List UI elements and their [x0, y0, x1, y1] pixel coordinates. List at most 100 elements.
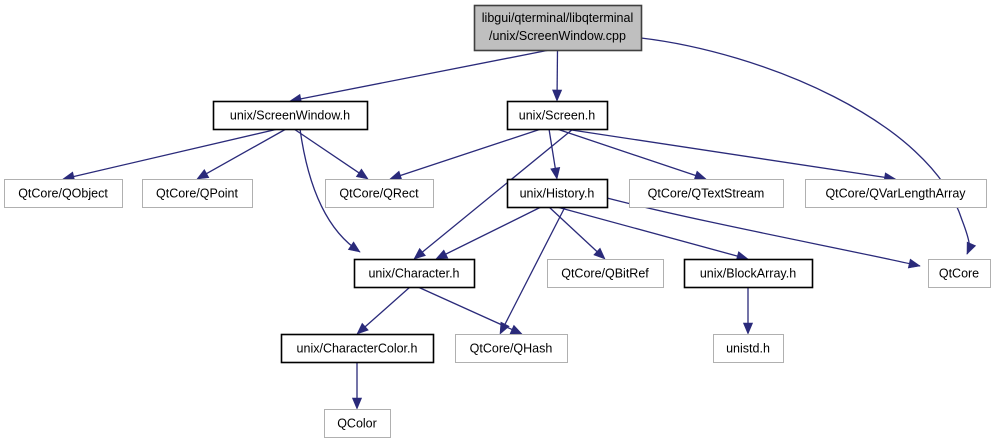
- graph-edge-history_h-to-character_h: [435, 206, 542, 260]
- graph-edge-screenwindow_h-to-qpoint: [196, 128, 287, 180]
- graph-edge-blockarray_h-to-unistd_h: [742, 287, 754, 335]
- graph-node-qhash[interactable]: QtCore/QHash: [455, 334, 568, 363]
- graph-node-qpoint[interactable]: QtCore/QPoint: [142, 179, 253, 208]
- edge-arrowhead: [552, 89, 563, 102]
- graph-node-unistd_h[interactable]: unistd.h: [713, 334, 784, 363]
- node-box: [324, 409, 391, 438]
- edge-line: [548, 128, 557, 171]
- node-box: [713, 334, 784, 363]
- node-box: [4, 179, 123, 208]
- graph-node-qrect[interactable]: QtCore/QRect: [325, 179, 434, 208]
- edge-arrowhead: [966, 241, 977, 255]
- edge-arrowhead: [389, 170, 403, 181]
- edge-arrowhead: [907, 258, 921, 269]
- edge-line: [293, 128, 361, 175]
- node-label: /unix/ScreenWindow.cpp: [489, 29, 626, 43]
- edge-arrowhead: [435, 249, 449, 260]
- graph-node-history_h[interactable]: unix/History.h: [506, 178, 609, 209]
- node-label: unix/ScreenWindow.h: [230, 108, 350, 122]
- node-box: [506, 178, 609, 209]
- graph-node-blockarray_h[interactable]: unix/BlockArray.h: [683, 258, 814, 289]
- edge-arrowhead: [351, 397, 363, 410]
- graph-edge-character_h-to-qhash: [417, 286, 523, 335]
- node-box: [325, 179, 434, 208]
- graph-edge-history_h-to-blockarray_h: [556, 206, 749, 261]
- edge-line: [299, 128, 361, 253]
- edge-arrowhead: [509, 324, 523, 335]
- node-label: QtCore/QPoint: [156, 186, 239, 200]
- graph-edge-root-to-screen_h: [552, 49, 563, 102]
- node-label: unix/Screen.h: [519, 108, 595, 122]
- graph-edge-screen_h-to-character_h: [413, 128, 574, 260]
- edge-line: [363, 286, 411, 329]
- edge-line: [71, 128, 279, 178]
- graph-edge-history_h-to-qbitref: [548, 206, 606, 260]
- edge-line: [640, 37, 971, 255]
- node-label: QtCore/QObject: [18, 186, 108, 200]
- edge-line: [204, 128, 287, 176]
- node-label: QtCore/QHash: [470, 341, 553, 355]
- graph-edge-root-to-screenwindow_h: [289, 49, 550, 104]
- edge-line: [420, 128, 574, 254]
- node-box: [506, 100, 609, 131]
- graph-node-qtextstream[interactable]: QtCore/QTextStream: [629, 179, 784, 208]
- edge-arrowhead: [550, 167, 561, 180]
- graph-node-charactercolor_h[interactable]: unix/CharacterColor.h: [280, 333, 435, 364]
- node-label: unix/History.h: [520, 186, 595, 200]
- node-box: [142, 179, 253, 208]
- nodes-layer: libgui/qterminal/libqterminal/unix/Scree…: [4, 4, 991, 438]
- node-box: [455, 334, 568, 363]
- edge-arrowhead: [693, 170, 707, 181]
- node-label: unix/Character.h: [368, 266, 459, 280]
- edge-arrowhead: [355, 168, 369, 180]
- graph-edge-screen_h-to-history_h: [548, 128, 561, 180]
- graph-edge-screen_h-to-qrect: [389, 128, 542, 181]
- edge-arrowhead: [742, 322, 754, 335]
- edge-arrowhead: [356, 322, 369, 335]
- node-box: [547, 259, 664, 288]
- graph-node-qtcore[interactable]: QtCore: [928, 259, 991, 288]
- node-box: [473, 4, 643, 52]
- edge-line: [417, 286, 515, 331]
- node-label: QtCore/QVarLengthArray: [825, 186, 966, 200]
- edge-line: [443, 206, 542, 256]
- graph-node-screenwindow_h[interactable]: unix/ScreenWindow.h: [212, 100, 369, 131]
- node-box: [280, 333, 435, 364]
- edge-line: [398, 128, 542, 177]
- node-label: QtCore/QRect: [339, 186, 419, 200]
- edge-line: [556, 206, 740, 258]
- edge-arrowhead: [413, 247, 426, 260]
- graph-node-root[interactable]: libgui/qterminal/libqterminal/unix/Scree…: [473, 4, 643, 52]
- graph-node-qbitref[interactable]: QtCore/QBitRef: [547, 259, 664, 288]
- graph-edge-screen_h-to-qvarlengtharray: [564, 128, 897, 183]
- graph-node-screen_h[interactable]: unix/Screen.h: [506, 100, 609, 131]
- edge-line: [564, 128, 887, 179]
- edge-arrowhead: [347, 241, 361, 253]
- node-label: QColor: [337, 416, 377, 430]
- edge-arrowhead: [593, 247, 606, 260]
- graph-node-qobject[interactable]: QtCore/QObject: [4, 179, 123, 208]
- graph-edge-screen_h-to-qtextstream: [556, 128, 707, 181]
- node-label: unix/BlockArray.h: [700, 266, 796, 280]
- node-box: [212, 100, 369, 131]
- edge-line: [606, 197, 921, 267]
- graph-edge-charactercolor_h-to-qcolor: [351, 362, 363, 410]
- node-box: [629, 179, 784, 208]
- node-box: [928, 259, 991, 288]
- node-label: unistd.h: [726, 341, 770, 355]
- node-label: QtCore/QBitRef: [561, 266, 649, 280]
- edge-line: [548, 206, 599, 254]
- graph-node-qcolor[interactable]: QColor: [324, 409, 391, 438]
- graph-edge-character_h-to-charactercolor_h: [356, 286, 411, 335]
- node-label: libgui/qterminal/libqterminal: [482, 11, 633, 25]
- graph-edge-screenwindow_h-to-qobject: [62, 128, 279, 182]
- node-label: QtCore: [939, 266, 979, 280]
- node-box: [353, 258, 476, 289]
- graph-node-character_h[interactable]: unix/Character.h: [353, 258, 476, 289]
- node-box: [683, 258, 814, 289]
- graph-node-qvarlengtharray[interactable]: QtCore/QVarLengthArray: [805, 179, 987, 208]
- edge-line: [556, 128, 698, 177]
- edge-line: [503, 206, 566, 327]
